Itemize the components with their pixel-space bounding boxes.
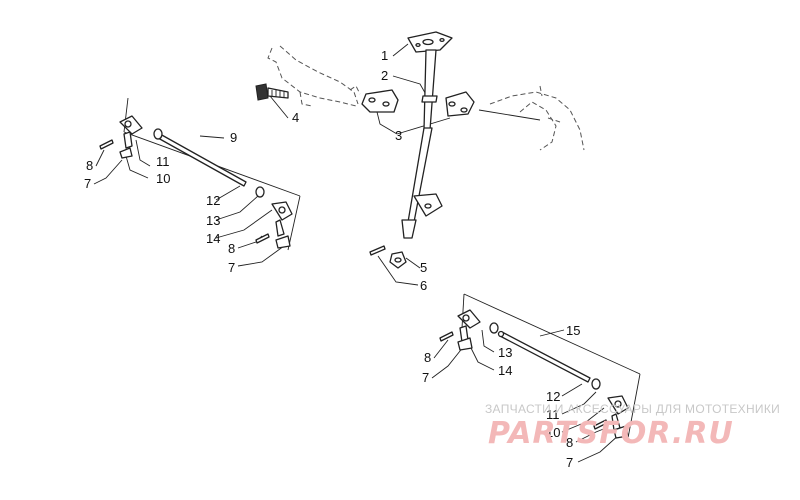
callout-2: 2 bbox=[381, 68, 388, 83]
callout-11: 11 bbox=[546, 407, 560, 422]
callout-5: 5 bbox=[420, 260, 427, 275]
watermark-tagline: ЗАПЧАСТИ И АКСЕССУАРЫ ДЛЯ МОТОТЕХНИКИ bbox=[485, 402, 781, 416]
callout-8: 8 bbox=[424, 350, 431, 365]
callout-7: 7 bbox=[422, 370, 429, 385]
callout-15: 15 bbox=[566, 323, 580, 338]
callout-8: 8 bbox=[566, 435, 573, 450]
callout-12: 12 bbox=[206, 193, 220, 208]
callout-9: 9 bbox=[230, 130, 237, 145]
watermark-logo: PARTSFOR.RU bbox=[488, 416, 734, 451]
tie-rod-group-1 bbox=[99, 115, 293, 249]
frame-outline-left bbox=[267, 45, 361, 107]
callout-14: 14 bbox=[498, 363, 512, 378]
lower-nut-and-pin bbox=[369, 245, 407, 269]
frame-outline-right bbox=[489, 85, 585, 151]
callout-11: 11 bbox=[156, 154, 170, 169]
callout-7: 7 bbox=[566, 455, 573, 470]
callout-8: 8 bbox=[86, 158, 93, 173]
callout-12: 12 bbox=[546, 389, 560, 404]
callout-3: 3 bbox=[395, 128, 402, 143]
upper-bushing-clamps bbox=[361, 89, 475, 117]
callout-labels: 1 2 3 4 5 6 9 8 7 11 10 12 13 14 8 7 15 … bbox=[84, 48, 580, 470]
steering-post bbox=[401, 31, 453, 239]
callout-6: 6 bbox=[420, 278, 427, 293]
tie-rod-group-2 bbox=[439, 309, 629, 439]
callout-1: 1 bbox=[381, 48, 388, 63]
callout-10: 10 bbox=[156, 171, 170, 186]
callout-4: 4 bbox=[292, 110, 299, 125]
flange-bolt bbox=[255, 83, 289, 101]
callout-13: 13 bbox=[206, 213, 220, 228]
callout-8: 8 bbox=[228, 241, 235, 256]
callout-7: 7 bbox=[84, 176, 91, 191]
callout-7: 7 bbox=[228, 260, 235, 275]
callout-10: 10 bbox=[546, 425, 560, 440]
callout-14: 14 bbox=[206, 231, 220, 246]
callout-13: 13 bbox=[498, 345, 512, 360]
